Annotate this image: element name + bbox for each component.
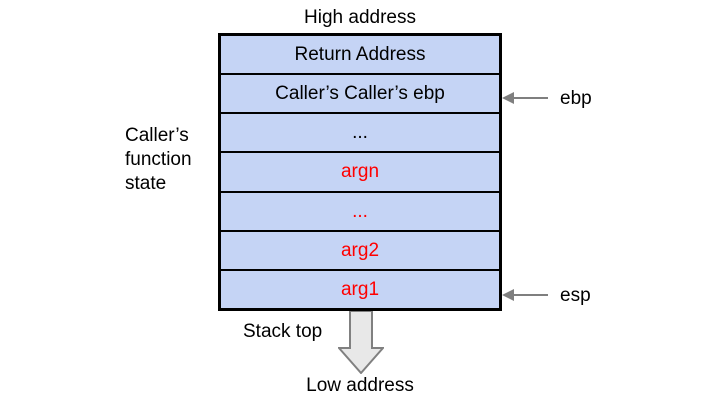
stack-row: arg1 — [221, 270, 499, 308]
stack-row-label: arg1 — [340, 278, 380, 300]
arrow-left-icon — [502, 92, 548, 104]
stack-box: Return Address Caller’s Caller’s ebp ...… — [218, 33, 502, 311]
stack-row: ... — [221, 114, 499, 154]
stack-row-label: argn — [340, 161, 380, 183]
stack-row: Return Address — [221, 36, 499, 76]
stack-row: ... — [221, 192, 499, 232]
callers-function-state-label: Caller’s function state — [125, 125, 192, 194]
ebp-pointer-label: ebp — [560, 87, 592, 109]
ebp-pointer: ebp — [502, 88, 592, 108]
stack-row: arg2 — [221, 231, 499, 271]
stack-row-label: arg2 — [340, 239, 380, 261]
esp-pointer-label: esp — [560, 284, 591, 306]
stack-row: argn — [221, 153, 499, 193]
stack-row-label: Return Address — [294, 44, 426, 66]
stack-row: Caller’s Caller’s ebp — [221, 75, 499, 115]
esp-pointer: esp — [502, 285, 591, 305]
arrow-left-icon — [502, 289, 548, 301]
stack-row-label: ... — [352, 200, 368, 222]
stack-row-label: Caller’s Caller’s ebp — [275, 83, 445, 105]
arrow-down-icon — [338, 311, 384, 374]
low-address-label: Low address — [306, 375, 414, 396]
high-address-label: High address — [304, 7, 416, 28]
stack-top-label: Stack top — [243, 321, 323, 342]
stack-row-label: ... — [352, 122, 368, 144]
